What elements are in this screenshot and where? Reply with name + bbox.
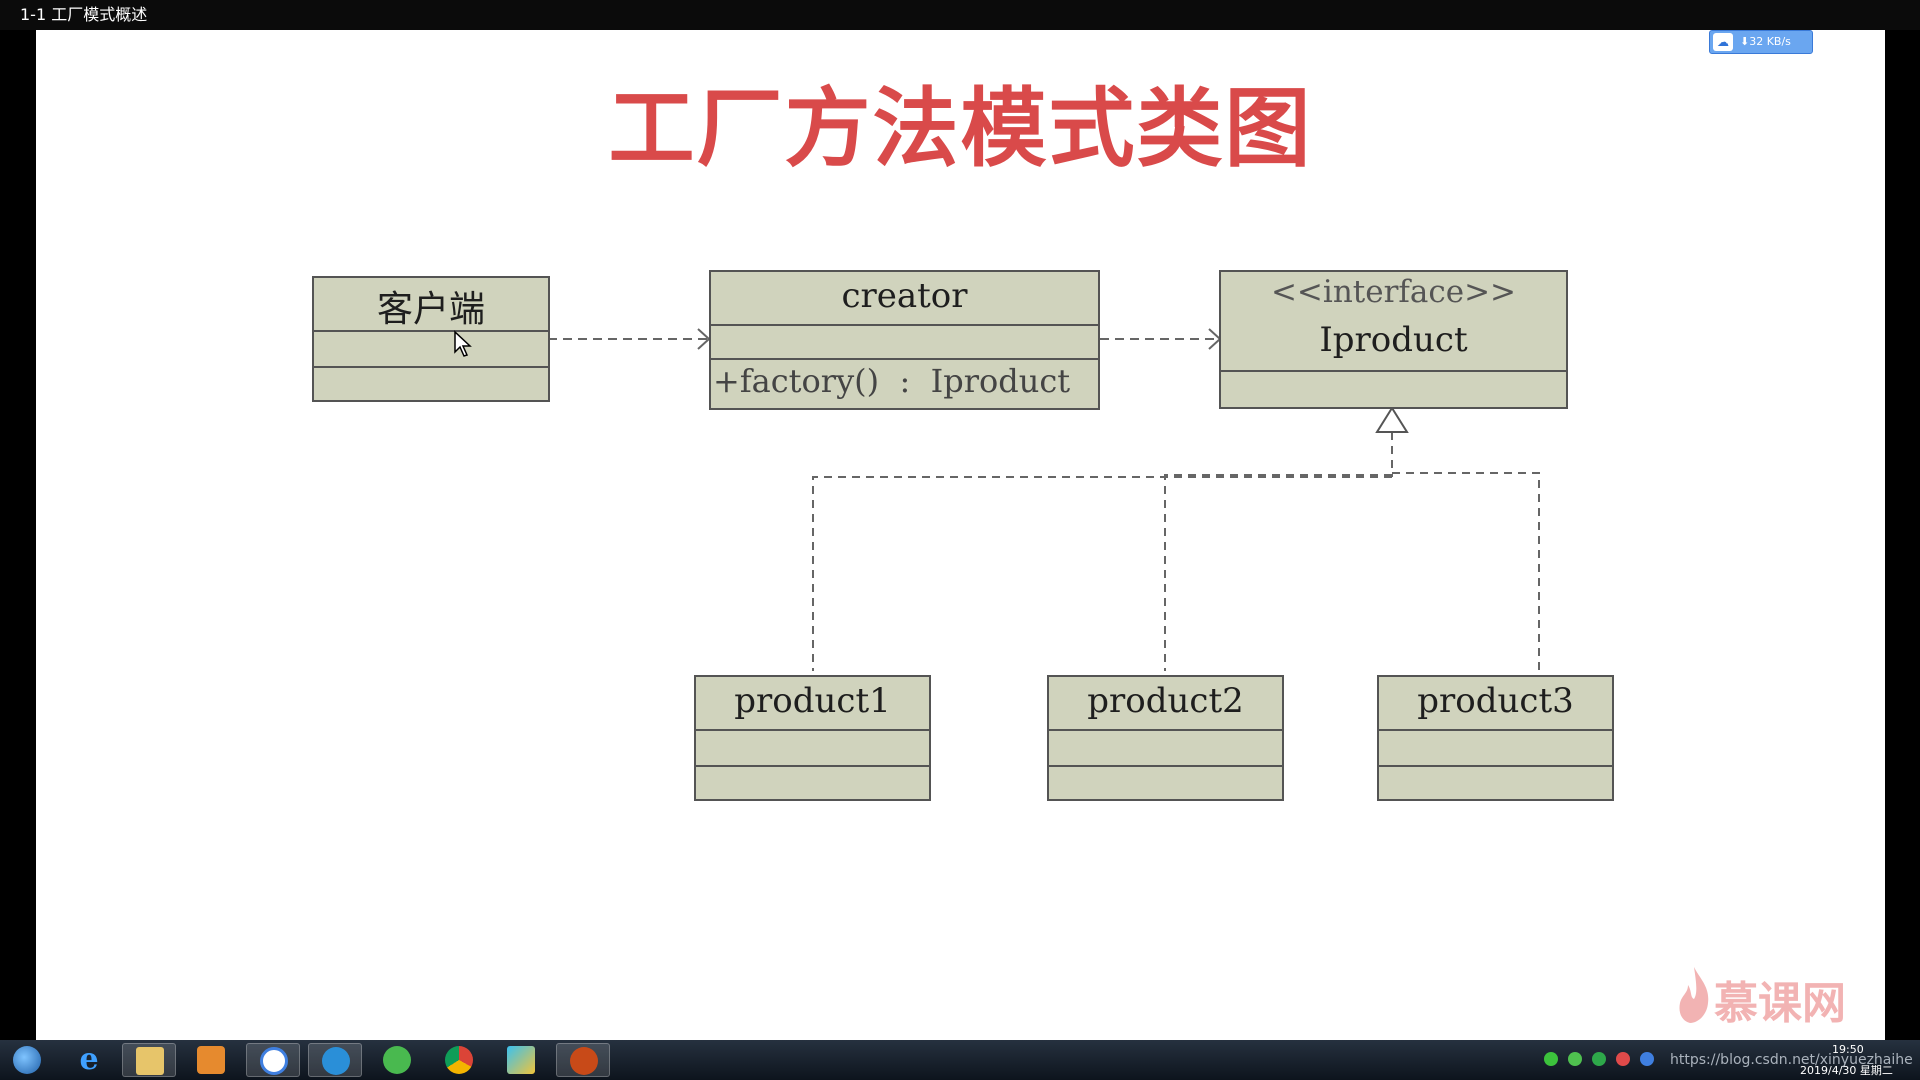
slide: ☁ ⬇32 KB/s 工厂方法模式类图 客户端 creator +factory… (36, 30, 1885, 1040)
class-methods-compartment (1049, 765, 1282, 767)
creator-factory-method: +factory() : Iproduct (713, 362, 1071, 400)
taskbar: e https://blog.csdn.net/xinyuezhaihe 19:… (0, 1040, 1920, 1080)
flame-logo-icon (1679, 967, 1709, 1023)
class-attributes-compartment (314, 330, 548, 332)
class-attributes-compartment (1379, 729, 1612, 731)
hollow-triangle-arrow-icon (1375, 406, 1409, 433)
taskbar-app-browser[interactable] (308, 1043, 362, 1077)
uml-class-creator[interactable]: creator +factory() : Iproduct (709, 270, 1100, 410)
taskbar-app-netdisk[interactable] (246, 1043, 300, 1077)
class-attributes-compartment (711, 324, 1098, 326)
windows-start-icon (13, 1046, 41, 1074)
class-attributes-compartment (696, 729, 929, 731)
taskbar-app-video[interactable] (494, 1043, 548, 1077)
tray-cloud-icon[interactable] (1640, 1052, 1654, 1066)
internet-explorer-icon: e (79, 1042, 99, 1077)
taskbar-app-explorer[interactable] (122, 1043, 176, 1077)
realization-branch-left (812, 476, 1392, 671)
csdn-url-overlay: https://blog.csdn.net/xinyuezhaihe (1670, 1052, 1913, 1068)
class-name-product3: product3 (1417, 681, 1574, 721)
taskbar-app-media[interactable] (184, 1043, 238, 1077)
class-methods-compartment (711, 358, 1098, 360)
uml-interface-iproduct[interactable]: <<interface>> Iproduct (1219, 270, 1568, 409)
class-name-client: 客户端 (376, 289, 485, 330)
mouse-cursor-icon (454, 330, 472, 357)
media-player-icon (197, 1046, 225, 1074)
class-name-creator: creator (841, 276, 968, 316)
uml-connectors (548, 328, 1540, 671)
clock-date[interactable]: 2019/4/30 星期二 (1800, 1064, 1893, 1077)
taskbar-app-java[interactable] (556, 1043, 610, 1077)
interface-name: Iproduct (1319, 320, 1468, 360)
imooc-watermark: 慕课网 (1676, 965, 1876, 1029)
browser-icon (322, 1047, 350, 1075)
uml-class-product2[interactable]: product2 (1047, 675, 1284, 801)
uml-class-product3[interactable]: product3 (1377, 675, 1614, 801)
tray-play-icon[interactable] (1568, 1052, 1582, 1066)
chrome-icon (445, 1046, 473, 1074)
taskbar-start-button[interactable] (0, 1043, 54, 1077)
class-attributes-compartment (1049, 729, 1282, 731)
window-titlebar: 1-1 工厂模式概述 (0, 0, 1920, 30)
right-black-border (1885, 30, 1920, 1040)
class-methods-compartment (314, 366, 548, 368)
sync-icon (383, 1046, 411, 1074)
tray-green-icon[interactable] (1592, 1052, 1606, 1066)
clock-time[interactable]: 19:50 (1832, 1043, 1864, 1056)
class-methods-compartment (696, 765, 929, 767)
taskbar-app-sync[interactable] (370, 1043, 424, 1077)
baidu-cloud-icon: ☁ (1713, 33, 1733, 51)
tray-qq-icon[interactable] (1616, 1052, 1630, 1066)
network-speed-rate: ⬇32 KB/s (1740, 35, 1791, 48)
interface-stereotype: <<interface>> (1270, 274, 1517, 310)
network-speed-badge[interactable]: ☁ ⬇32 KB/s (1709, 30, 1813, 54)
uml-class-product1[interactable]: product1 (694, 675, 931, 801)
taskbar-app-ie[interactable]: e (62, 1043, 116, 1077)
taskbar-app-chrome[interactable] (432, 1043, 486, 1077)
window-title: 1-1 工厂模式概述 (20, 5, 148, 24)
uml-class-client[interactable]: 客户端 (312, 276, 550, 402)
realization-branch-mid (1164, 474, 1392, 671)
system-tray: https://blog.csdn.net/xinyuezhaihe 19:50… (1540, 1040, 1920, 1080)
tray-s-icon[interactable] (1544, 1052, 1558, 1066)
file-explorer-icon (136, 1047, 164, 1075)
baidu-netdisk-icon (260, 1047, 288, 1075)
realization-branch-right (1392, 472, 1540, 671)
class-name-product1: product1 (734, 681, 891, 721)
interface-methods-compartment (1221, 370, 1566, 372)
slide-title: 工厂方法模式类图 (608, 79, 1313, 179)
class-methods-compartment (1379, 765, 1612, 767)
class-name-product2: product2 (1087, 681, 1244, 721)
watermark-text: 慕课网 (1714, 978, 1846, 1029)
video-player-icon (507, 1046, 535, 1074)
java-icon (570, 1047, 598, 1075)
